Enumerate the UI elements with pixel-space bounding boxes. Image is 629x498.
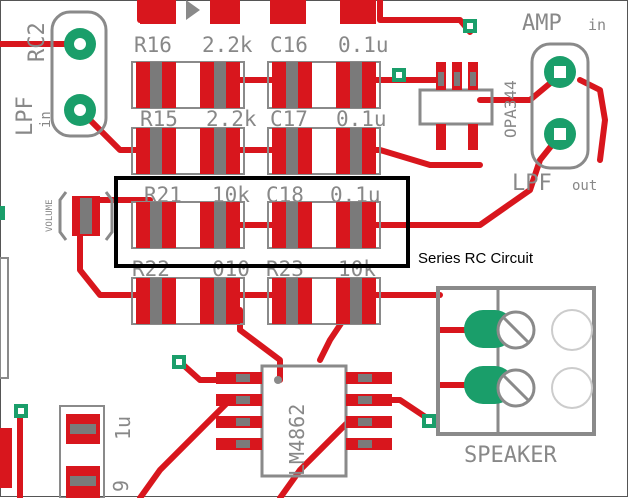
label-r15-value: 2.2k (206, 107, 257, 131)
series-rc-highlight-box (114, 176, 410, 268)
label-r16-value: 2.2k (202, 33, 253, 57)
label-lpf-out: LPF (512, 171, 552, 196)
part-lm4862 (216, 364, 392, 478)
part-opa344 (418, 62, 494, 150)
label-r16: R16 (134, 33, 172, 57)
label-amp-in: AMP (522, 11, 562, 36)
trace-r15-c17 (147, 147, 483, 168)
vias (0, 19, 477, 428)
label-c18: C18 (266, 183, 304, 207)
header-amp-in (530, 42, 590, 170)
label-lpf-in: LPF (13, 96, 38, 136)
part-volume (58, 191, 114, 241)
trace-vol-down (77, 212, 153, 298)
part-top-partial (140, 0, 376, 24)
label-lm4862: LM4862 (285, 404, 309, 476)
part-r15 (131, 127, 245, 175)
part-c18 (267, 201, 381, 249)
label-volume: VOLUME (45, 199, 55, 232)
label-r21: R21 (144, 183, 182, 207)
label-c17-value: 0.1u (336, 107, 387, 131)
label-r22-value: 010 (212, 257, 250, 281)
label-amp-in-sub: in (588, 16, 606, 34)
part-r23 (267, 277, 381, 325)
trace-lm-bottom (277, 417, 353, 498)
part-r21 (131, 201, 245, 249)
label-speaker: SPEAKER (464, 443, 557, 468)
trace-top-2 (377, 0, 473, 35)
label-c18-value: 0.1u (330, 183, 381, 207)
label-r21-value: 10k (212, 183, 250, 207)
part-r16 (131, 61, 245, 109)
header-lpf-in (50, 10, 108, 138)
label-lpf-in-sub: in (38, 111, 54, 128)
part-c16 (267, 61, 381, 109)
part-c17 (267, 127, 381, 175)
label-c17: C17 (270, 107, 308, 131)
label-rc2: RC2 (25, 22, 50, 62)
label-r23-value: 10k (338, 257, 376, 281)
label-nine: 9 (109, 480, 133, 492)
part-left-edge (0, 257, 105, 498)
series-rc-annotation: Series RC Circuit (418, 250, 534, 267)
label-r22: R22 (132, 257, 170, 281)
label-r23: R23 (266, 257, 304, 281)
part-r22 (131, 277, 245, 325)
trace-amp-right (577, 77, 608, 163)
label-c16-value: 0.1u (338, 33, 389, 57)
label-lpf-out-sub: out (572, 178, 597, 194)
label-r15: R15 (140, 107, 178, 131)
part-speaker (436, 286, 596, 436)
label-opa344: OPA344 (501, 80, 520, 138)
label-1u: 1u (111, 416, 135, 440)
label-c16: C16 (270, 33, 308, 57)
trace-lpf-out (377, 132, 563, 228)
